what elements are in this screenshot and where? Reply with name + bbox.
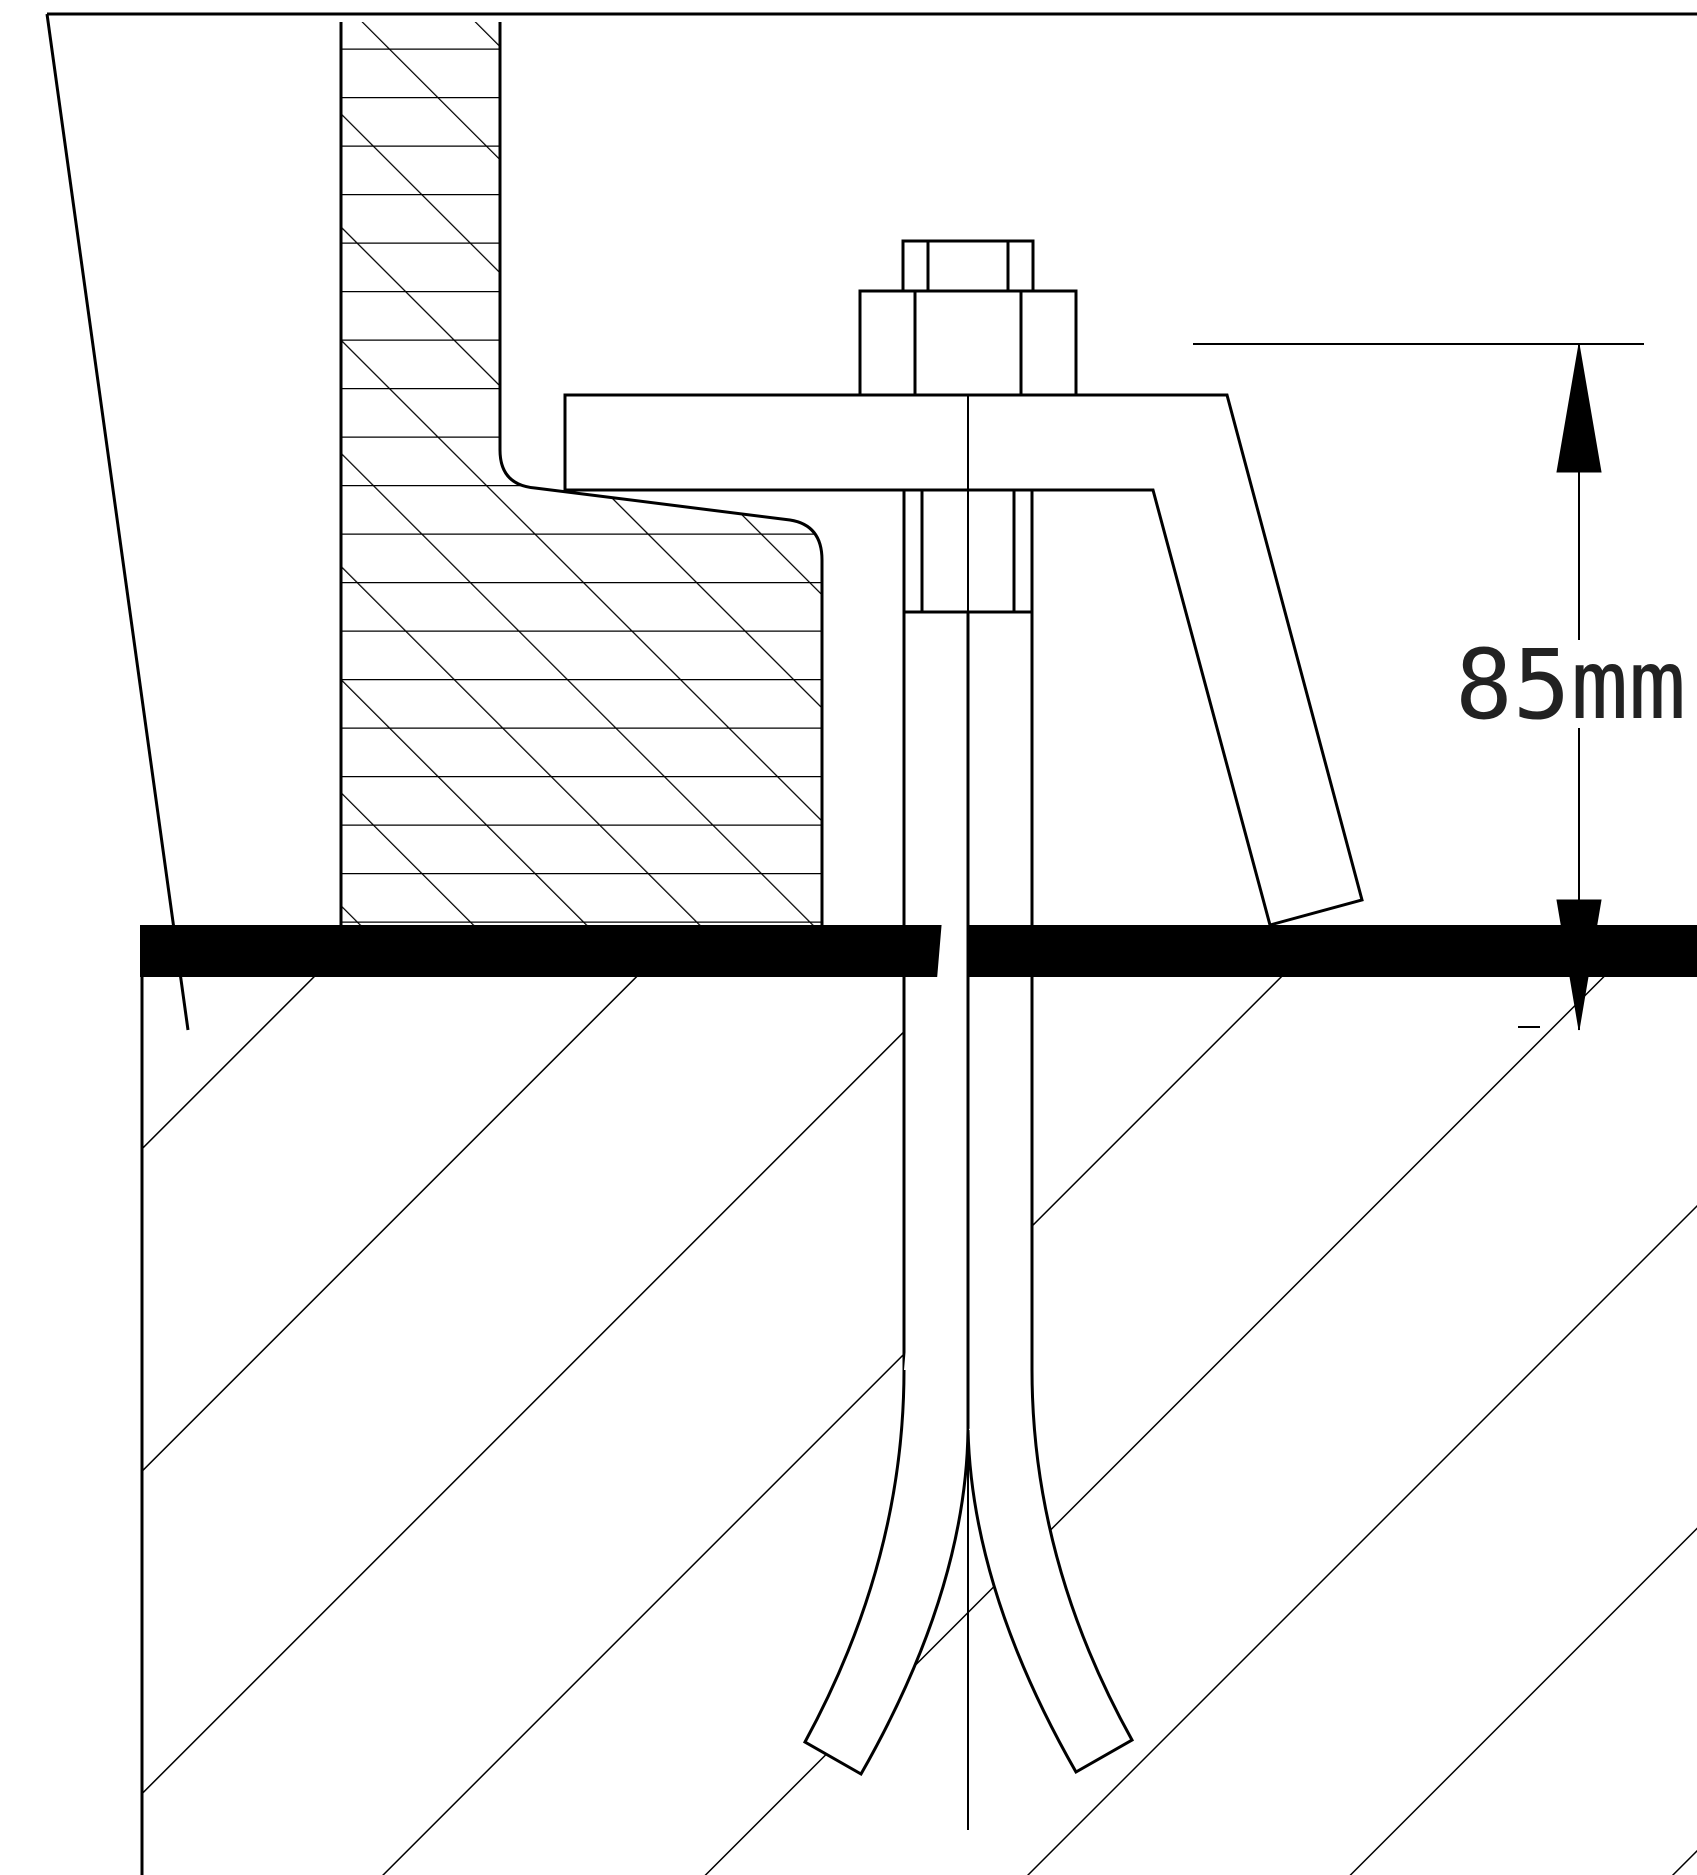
clamp-plate [563, 393, 1364, 927]
dimension-label: 85mm [1455, 629, 1686, 741]
bolt-nut [858, 239, 1078, 397]
dimension-arrow-down [1556, 899, 1602, 1031]
rail-section [339, 22, 824, 925]
dimension-85mm: 85mm [1193, 343, 1697, 1031]
dimension-arrow-up [1556, 343, 1602, 473]
base-plate [140, 925, 1697, 977]
frame [45, 12, 1697, 1031]
anchor-bolt [802, 395, 1135, 1830]
